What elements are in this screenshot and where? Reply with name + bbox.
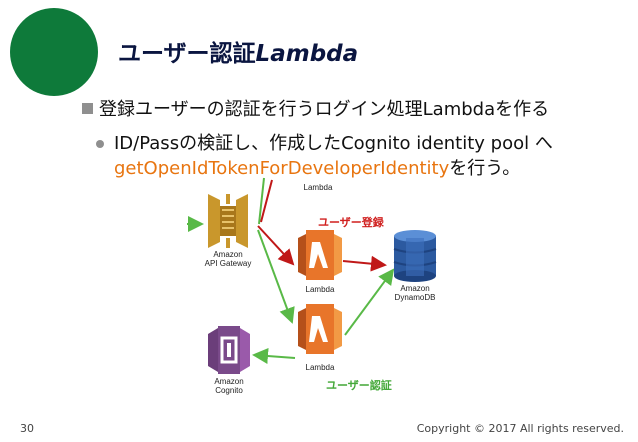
bullet-2-line-1: ID/Passの検証し、作成したCognito identity pool へ xyxy=(114,133,553,154)
green-circle-decoration xyxy=(10,8,98,96)
dynamodb-label-2: DynamoDB xyxy=(395,293,436,302)
round-bullet-icon xyxy=(96,140,104,148)
bullet-2-line-2: getOpenIdTokenForDeveloperIdentityを行う。 xyxy=(96,156,553,181)
arrow-green-top xyxy=(258,177,265,225)
arrow-api-to-register xyxy=(257,225,295,266)
arrow-register-to-dynamodb xyxy=(342,255,387,272)
copyright: Copyright © 2017 All rights reserved. xyxy=(416,422,624,435)
api-gateway-label-1: Amazon xyxy=(213,250,242,259)
arrow-auth-to-cognito xyxy=(252,348,296,365)
dynamodb-icon xyxy=(393,230,437,282)
api-gateway-icon xyxy=(208,194,248,248)
lambda-top-label: Lambda xyxy=(304,183,333,192)
dynamodb-label-1: Amazon xyxy=(400,284,429,293)
cognito-label-2: Cognito xyxy=(215,386,243,395)
arrow-red-top xyxy=(260,179,273,223)
lambda-auth-label: Lambda xyxy=(306,363,335,372)
lambda-icon xyxy=(298,304,342,354)
cognito-icon xyxy=(208,326,250,374)
cognito-label-1: Amazon xyxy=(214,377,243,386)
arrow-api-to-auth xyxy=(257,229,295,324)
method-name: getOpenIdTokenForDeveloperIdentity xyxy=(114,158,450,179)
bullet-1-text: 登録ユーザーの認証を行うログイン処理Lambdaを作る xyxy=(99,99,550,120)
api-gateway-label-2: API Gateway xyxy=(205,259,252,268)
lambda-icon xyxy=(298,230,342,280)
bullet-2-suffix: を行う。 xyxy=(449,158,521,179)
bullet-2: ID/Passの検証し、作成したCognito identity pool へ … xyxy=(96,131,553,181)
register-label: ユーザー登録 xyxy=(318,215,385,229)
arrow-auth-to-dynamodb xyxy=(344,268,395,336)
auth-label: ユーザー認証 xyxy=(326,378,392,392)
lambda-register-label: Lambda xyxy=(306,285,335,294)
bullet-1: 登録ユーザーの認証を行うログイン処理Lambdaを作る xyxy=(82,95,549,121)
slide-title: ユーザー認証Lambda xyxy=(118,41,359,67)
page-number: 30 xyxy=(20,422,34,435)
square-bullet-icon xyxy=(82,103,93,114)
